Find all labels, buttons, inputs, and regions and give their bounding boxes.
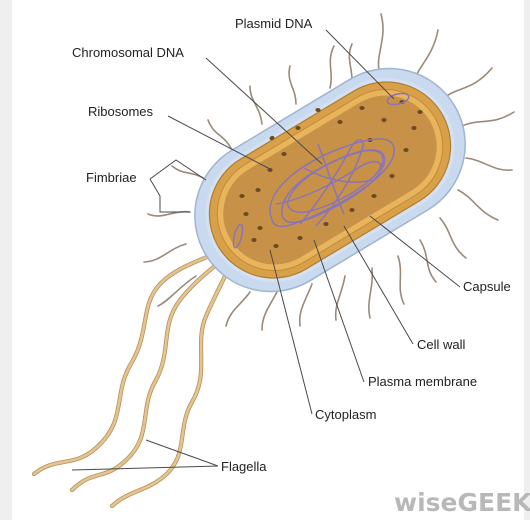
fimbria bbox=[420, 240, 436, 282]
ribosome bbox=[273, 244, 278, 248]
ribosome bbox=[359, 106, 364, 110]
ribosome bbox=[371, 194, 376, 198]
ribosome bbox=[243, 212, 248, 216]
fimbria bbox=[262, 290, 278, 330]
fimbria bbox=[378, 14, 383, 75]
flagellum bbox=[34, 254, 214, 474]
leader-cell-wall bbox=[344, 226, 413, 344]
ribosome bbox=[389, 174, 394, 178]
flagellum bbox=[112, 262, 232, 506]
flagellum bbox=[34, 254, 214, 474]
label-cell-wall: Cell wall bbox=[417, 337, 466, 352]
fimbria bbox=[349, 44, 352, 80]
fimbria bbox=[442, 68, 492, 100]
ribosome bbox=[381, 118, 386, 122]
ribosome bbox=[411, 126, 416, 130]
label-ribosomes: Ribosomes bbox=[88, 104, 154, 119]
leader-flagella-2 bbox=[72, 466, 218, 470]
fimbria bbox=[458, 190, 498, 220]
leader-fimbriae-2 bbox=[150, 179, 190, 212]
ribosome bbox=[281, 152, 286, 156]
label-chromosomal-dna: Chromosomal DNA bbox=[72, 45, 184, 60]
ribosome bbox=[417, 110, 422, 114]
fimbria bbox=[289, 66, 296, 104]
fimbria bbox=[398, 256, 404, 304]
fimbria bbox=[466, 158, 512, 170]
ribosome bbox=[297, 236, 302, 240]
fimbria bbox=[144, 244, 186, 262]
label-plasmid-dna: Plasmid DNA bbox=[235, 16, 313, 31]
fimbria bbox=[330, 46, 334, 88]
ribosome bbox=[251, 238, 256, 242]
ribosome bbox=[315, 108, 320, 112]
ribosome bbox=[239, 194, 244, 198]
label-capsule: Capsule bbox=[463, 279, 511, 294]
label-flagella: Flagella bbox=[221, 459, 267, 474]
ribosome bbox=[337, 120, 342, 124]
fimbria bbox=[440, 218, 466, 258]
fimbria bbox=[208, 120, 232, 150]
ribosome bbox=[403, 148, 408, 152]
fimbria bbox=[226, 292, 250, 326]
label-plasma-membrane: Plasma membrane bbox=[368, 374, 477, 389]
ribosome bbox=[255, 188, 260, 192]
ribosome bbox=[295, 126, 300, 130]
label-fimbriae: Fimbriae bbox=[86, 170, 137, 185]
fimbria bbox=[300, 284, 312, 326]
cell-body bbox=[167, 40, 494, 320]
fimbria bbox=[250, 86, 262, 124]
watermark-logo: wiseGEEK bbox=[394, 488, 530, 517]
fimbria bbox=[369, 268, 372, 318]
label-cytoplasm: Cytoplasm bbox=[315, 407, 376, 422]
fimbria bbox=[462, 112, 514, 126]
ribosome bbox=[323, 222, 328, 226]
ribosome bbox=[349, 208, 354, 212]
ribosome bbox=[257, 226, 262, 230]
